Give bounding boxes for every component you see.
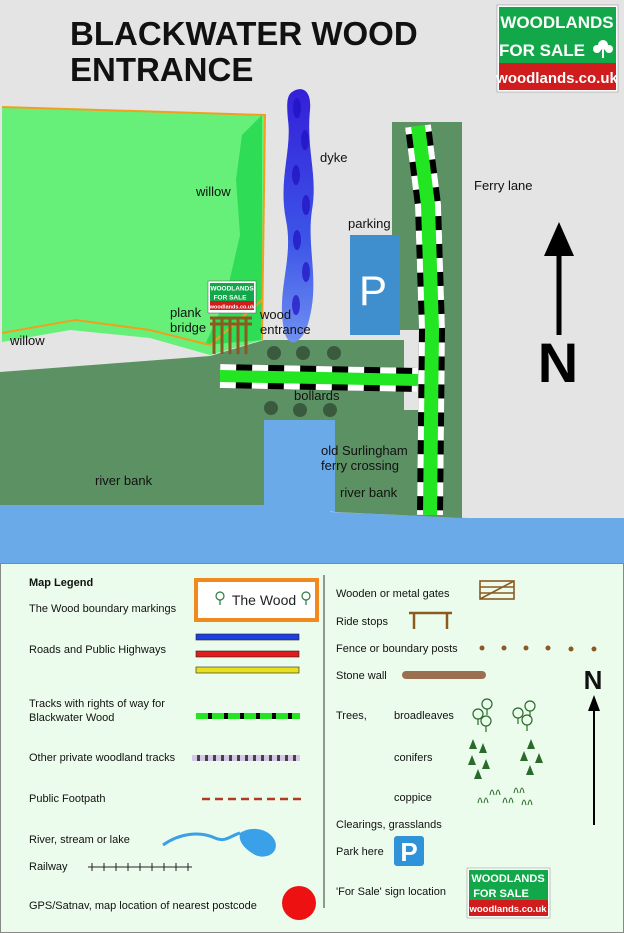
svg-text:FOR SALE: FOR SALE bbox=[499, 41, 585, 60]
for-sale-sign-marker[interactable]: WOODLANDS FOR SALE woodlands.co.uk bbox=[207, 280, 257, 314]
label-dyke: dyke bbox=[320, 150, 347, 165]
legend-roads-label: Roads and Public Highways bbox=[29, 644, 166, 656]
river-bank-left bbox=[0, 340, 264, 505]
legend-gps-symbol bbox=[282, 886, 316, 920]
legend-boundary-symbol bbox=[194, 578, 319, 622]
svg-text:woodlands.co.uk: woodlands.co.uk bbox=[209, 305, 256, 311]
legend-clearings-label: Clearings, grasslands bbox=[336, 819, 442, 831]
label-plank-bridge-1: plank bbox=[170, 305, 202, 320]
legend-footpath-label: Public Footpath bbox=[29, 793, 105, 805]
label-willow-top: willow bbox=[195, 184, 231, 199]
label-wood-entrance-1: wood bbox=[259, 307, 291, 322]
legend-private-tracks-label: Other private woodland tracks bbox=[29, 752, 176, 764]
legend-north-label: N bbox=[584, 665, 603, 695]
bollards bbox=[264, 346, 341, 417]
legend-river-label: River, stream or lake bbox=[29, 834, 130, 846]
svg-text:FOR SALE: FOR SALE bbox=[214, 295, 248, 302]
tree-icon bbox=[215, 591, 311, 605]
label-ferry-crossing-1: old Surlingham bbox=[321, 443, 408, 458]
legend-gates-label: Wooden or metal gates bbox=[336, 588, 450, 600]
parking-area[interactable] bbox=[350, 235, 400, 335]
coppice-icon bbox=[477, 787, 533, 806]
wood-boundary bbox=[1, 106, 267, 341]
legend-tracks-label-2: Blackwater Wood bbox=[29, 712, 114, 724]
legend-title: Map Legend bbox=[29, 577, 93, 589]
broadleaf-tree-icon bbox=[472, 698, 536, 732]
legend-coppice-label: coppice bbox=[394, 792, 432, 804]
dyke bbox=[281, 89, 314, 343]
wood-area bbox=[2, 107, 265, 355]
svg-text:FOR SALE: FOR SALE bbox=[473, 888, 529, 900]
label-ferry-lane: Ferry lane bbox=[474, 178, 533, 193]
legend-ride-stops-label: Ride stops bbox=[336, 616, 388, 628]
legend-park-here-label: Park here bbox=[336, 846, 384, 858]
north-arrow bbox=[544, 222, 574, 335]
river bbox=[0, 505, 624, 563]
legend-stone-wall-symbol bbox=[402, 671, 486, 679]
legend-ride-stops-symbol bbox=[409, 611, 452, 629]
label-plank-bridge-2: bridge bbox=[170, 320, 206, 335]
legend-boundary-label: The Wood boundary markings bbox=[29, 603, 177, 615]
tree-icon bbox=[593, 40, 613, 58]
legend-tracks-label-1: Tracks with rights of way for bbox=[29, 698, 165, 710]
svg-text:WOODLANDS: WOODLANDS bbox=[500, 13, 613, 32]
svg-text:WOODLANDS: WOODLANDS bbox=[471, 873, 544, 885]
legend-railway-symbol bbox=[88, 863, 192, 871]
map-title-line2: ENTRANCE bbox=[70, 51, 253, 88]
svg-text:woodlands.co.uk: woodlands.co.uk bbox=[495, 70, 618, 87]
legend-gps-label: GPS/Satnav, map location of nearest post… bbox=[29, 900, 257, 912]
legend-for-sale-label: 'For Sale' sign location bbox=[336, 886, 446, 898]
legend-conifers-label: conifers bbox=[394, 752, 433, 764]
label-bollards: bollards bbox=[294, 388, 340, 403]
label-willow-left: willow bbox=[9, 333, 45, 348]
legend-stone-wall-label: Stone wall bbox=[336, 670, 387, 682]
svg-text:P: P bbox=[400, 837, 417, 867]
svg-text:The Wood: The Wood bbox=[232, 592, 296, 608]
plank-bridge bbox=[210, 316, 252, 354]
svg-text:woodlands.co.uk: woodlands.co.uk bbox=[468, 904, 547, 915]
map-title-line1: BLACKWATER WOOD bbox=[70, 15, 418, 52]
legend-roads-symbol bbox=[195, 633, 300, 674]
map-legend: Map Legend The Wood boundary markings Th… bbox=[0, 563, 624, 933]
north-label: N bbox=[538, 331, 578, 394]
legend-broadleaves-label: broadleaves bbox=[394, 710, 454, 722]
legend-gates-symbol bbox=[479, 580, 515, 600]
conifer-tree-icon bbox=[468, 739, 543, 779]
legend-park-symbol: P bbox=[394, 836, 424, 867]
label-river-bank-right: river bank bbox=[340, 485, 398, 500]
svg-text:WOODLANDS: WOODLANDS bbox=[210, 286, 254, 293]
label-wood-entrance-2: entrance bbox=[260, 322, 311, 337]
site-map: P WOODLANDS FOR SALE woodlands.co.uk BLA… bbox=[0, 0, 624, 563]
label-parking: parking bbox=[348, 216, 391, 231]
woodlands-for-sale-badge[interactable]: WOODLANDS FOR SALE woodlands.co.uk bbox=[495, 4, 618, 93]
river-inlet bbox=[264, 415, 335, 512]
legend-for-sale-badge: WOODLANDS FOR SALE woodlands.co.uk bbox=[466, 867, 551, 919]
label-ferry-crossing-2: ferry crossing bbox=[321, 458, 399, 473]
parking-symbol: P bbox=[359, 267, 387, 314]
wood-boundary-lower bbox=[1, 299, 263, 347]
label-river-bank-left: river bank bbox=[95, 473, 153, 488]
legend-trees-label: Trees, bbox=[336, 710, 367, 722]
legend-railway-label: Railway bbox=[29, 861, 68, 873]
legend-fence-label: Fence or boundary posts bbox=[336, 643, 458, 655]
legend-river-symbol bbox=[162, 828, 276, 857]
legend-north-arrow bbox=[588, 695, 600, 825]
legend-fence-symbol bbox=[479, 645, 597, 652]
